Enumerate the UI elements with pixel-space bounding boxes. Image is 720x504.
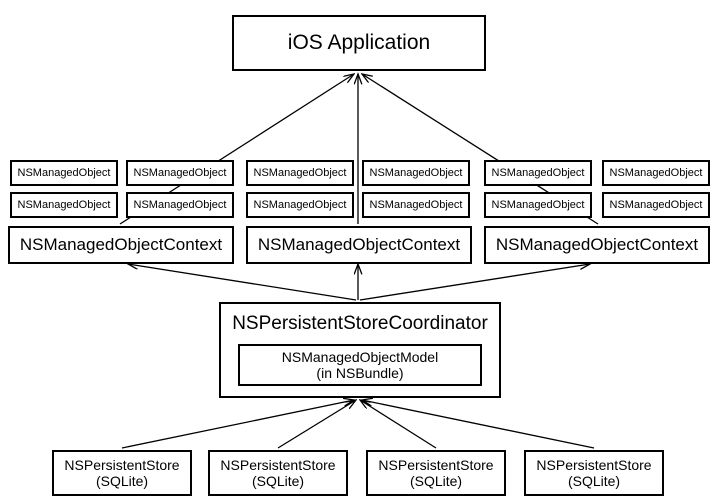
managed-object-label: NSManagedObject (369, 166, 463, 179)
managed-object-box-11: NSManagedObject (484, 192, 592, 218)
arrow-coord-to-ctx3 (359, 264, 590, 301)
managed-object-label: NSManagedObject (609, 198, 703, 211)
persistent-store-label-line2: (SQLite) (409, 473, 463, 489)
managed-object-box-3: NSManagedObject (246, 160, 354, 186)
managed-object-box-8: NSManagedObject (126, 192, 234, 218)
arrow-store4-to-coord (362, 400, 595, 449)
persistent-store-box-4: NSPersistentStore (SQLite) (524, 450, 664, 496)
persistent-store-box-2: NSPersistentStore (SQLite) (208, 450, 348, 496)
persistent-store-box-1: NSPersistentStore (SQLite) (52, 450, 192, 496)
managed-object-box-6: NSManagedObject (602, 160, 710, 186)
managed-object-label: NSManagedObject (253, 198, 347, 211)
managed-object-label: NSManagedObject (253, 166, 347, 179)
managed-object-context-box-1: NSManagedObjectContext (8, 226, 234, 264)
managed-object-label: NSManagedObject (133, 198, 227, 211)
managed-object-box-5: NSManagedObject (484, 160, 592, 186)
persistent-store-label-line2: (SQLite) (95, 473, 149, 489)
persistent-store-label-line1: NSPersistentStore (220, 456, 336, 473)
persistent-store-label-line1: NSPersistentStore (64, 456, 180, 473)
persistent-store-label-line2: (SQLite) (567, 473, 621, 489)
managed-object-context-label: NSManagedObjectContext (257, 235, 461, 255)
persistent-store-box-3: NSPersistentStore (SQLite) (366, 450, 506, 496)
ios-application-label: iOS Application (287, 30, 431, 54)
managed-object-box-12: NSManagedObject (602, 192, 710, 218)
managed-object-label: NSManagedObject (491, 166, 585, 179)
managed-object-label: NSManagedObject (491, 198, 585, 211)
managed-object-box-4: NSManagedObject (362, 160, 470, 186)
persistent-store-label-line2: (SQLite) (251, 473, 305, 489)
arrow-store2-to-coord (277, 400, 356, 449)
arrow-store1-to-coord (121, 400, 354, 449)
managed-object-label: NSManagedObject (17, 198, 111, 211)
managed-object-context-box-2: NSManagedObjectContext (246, 226, 472, 264)
arrow-coord-to-ctx1 (128, 264, 357, 301)
persistent-store-label-line1: NSPersistentStore (536, 456, 652, 473)
ios-application-box: iOS Application (232, 15, 486, 71)
managed-object-box-1: NSManagedObject (10, 160, 118, 186)
managed-object-label: NSManagedObject (17, 166, 111, 179)
managed-object-model-label-line2: (in NSBundle) (316, 365, 404, 381)
managed-object-context-label: NSManagedObjectContext (495, 235, 699, 255)
managed-object-context-label: NSManagedObjectContext (19, 235, 223, 255)
managed-object-model-box: NSManagedObjectModel (in NSBundle) (238, 344, 482, 386)
persistent-store-label-line1: NSPersistentStore (378, 456, 494, 473)
managed-object-box-2: NSManagedObject (126, 160, 234, 186)
managed-object-box-9: NSManagedObject (246, 192, 354, 218)
managed-object-label: NSManagedObject (133, 166, 227, 179)
arrow-store3-to-coord (360, 400, 437, 449)
persistent-store-coordinator-label: NSPersistentStoreCoordinator (232, 313, 488, 334)
managed-object-label: NSManagedObject (609, 166, 703, 179)
managed-object-box-7: NSManagedObject (10, 192, 118, 218)
managed-object-model-label-line1: NSManagedObjectModel (281, 348, 439, 365)
managed-object-context-box-3: NSManagedObjectContext (484, 226, 710, 264)
managed-object-label: NSManagedObject (369, 198, 463, 211)
managed-object-box-10: NSManagedObject (362, 192, 470, 218)
